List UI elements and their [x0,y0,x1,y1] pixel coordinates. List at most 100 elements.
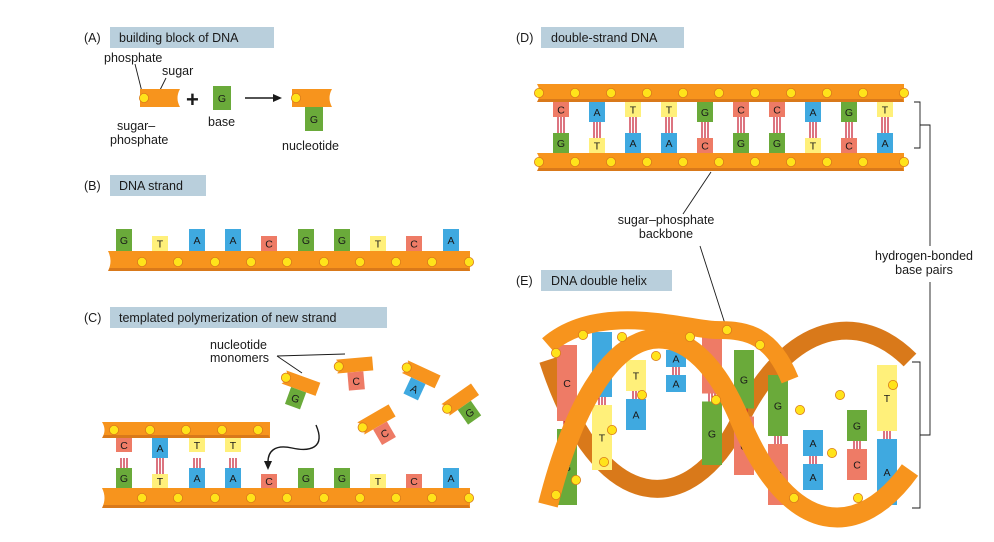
helix-base-bottom-3: A [666,375,686,392]
helix-phosphate-13 [853,492,864,503]
strand-b-base-8: C [406,236,422,251]
d-hbond-2 [629,117,637,133]
helix-phosphate-6 [755,339,766,350]
hbond-label-2: base pairs [895,263,953,277]
strand-b-backbone-phosphate-2 [209,256,220,267]
helix-phosphate-15 [789,492,800,503]
c-new-backbone-phosphate-1 [144,424,155,435]
helix-base-top-2: T [626,360,646,391]
d-top-base-3: T [661,102,677,117]
strand-b-base-6: G [334,229,350,251]
c-template-base-1-box [152,474,168,488]
helix-base-bottom-2-box [626,399,646,430]
c-template-backbone-phosphate-1 [172,492,183,503]
panel-c-title: templated polymerization of new strand [119,311,337,325]
strand-b-backbone-phosphate-5 [318,256,329,267]
c-template-base-9: A [443,468,459,488]
d-top-base-8-letter: G [845,107,853,119]
d-bottom-base-7-box [805,138,821,153]
c-template-backbone-phosphate-8 [426,492,437,503]
d-bottom-base-1: T [589,138,605,153]
panel-a-header: (A) building block of DNA [84,27,274,48]
monomer-c-2-phosphate [357,422,368,433]
monomer-a-base: A [403,377,426,401]
strand-b-base-2: A [189,229,205,251]
monomer-c-1-phosphate [333,361,344,372]
panel-d-letter: (D) [516,31,533,45]
d-hbond-3 [665,117,673,133]
helix-phosphate-17 [888,379,899,390]
nucleotide-base-letter: G [310,114,318,126]
strand-b-backbone-phosphate-3 [245,256,256,267]
d-bottom-base-3: A [661,133,677,153]
strand-b-base-0-letter: G [120,235,128,247]
c-template-base-0: G [116,468,132,488]
backbone-label-1: sugar–phosphate [618,213,715,227]
strand-b-base-4-box [261,236,277,251]
d-top-backbone-phosphate-0 [534,88,545,99]
strand-b-base-0-box [116,229,132,251]
d-hbond-6 [773,117,781,133]
d-top-base-4-letter: G [701,107,709,119]
monomer-g-sugar [281,370,321,396]
strand-b-base-7-box [370,236,386,251]
panel-e-header: (E) DNA double helix [516,270,672,291]
sugar-phosphate-label-1: sugar– [117,119,155,133]
d-top-base-6-box [769,102,785,117]
d-top-base-2-box [625,102,641,117]
d-bottom-base-4-letter: C [701,141,709,153]
monomer-a-base-box [403,377,426,401]
monomer-g: G [280,370,321,410]
c-new-base-3-box [225,438,241,452]
base-label: base [208,115,235,129]
nucleotide-unit: G [290,89,332,131]
strand-b-base-5-box [298,229,314,251]
strand-b-base-6-box [334,229,350,251]
sugar-phosphate-notch [177,89,180,107]
d-bottom-base-4: C [697,138,713,153]
d-bottom-base-5-box [733,133,749,153]
d-hbond-1 [593,122,601,138]
strand-b-base-9-box [443,229,459,251]
d-top-base-0-box [553,102,569,117]
strand-b-backbone-phosphate-1 [172,256,183,267]
helix-base-top-5-letter: G [740,374,748,386]
plus-sign: + [186,87,199,112]
nucleotide-label: nucleotide [282,139,339,153]
d-bottom-base-9: A [877,133,893,153]
helix-base-top-5: G [734,350,754,409]
d-hbond-7 [809,122,817,138]
c-template-backbone-notch-left [102,488,105,508]
c-template-backbone-phosphate-0 [136,492,147,503]
helix-base-top-8-letter: G [853,421,861,433]
helix-phosphate-2 [617,331,628,342]
helix-base-top-6-box [768,375,788,436]
d-bottom-backbone-phosphate-7 [786,156,797,167]
d-top-backbone-phosphate-9 [858,88,869,99]
d-bottom-base-7: T [805,138,821,153]
d-top-base-9-letter: T [882,105,889,117]
panel-de-labels: sugar–phosphate backbone hydrogen-bonded… [618,101,973,509]
helix-hbond-9 [883,431,891,439]
strand-b-base-6-letter: G [338,235,346,247]
helix-base-bottom-1-box [592,405,612,470]
d-top-backbone-phosphate-2 [606,88,617,99]
d-bottom-base-3-box [661,133,677,153]
helix-base-top-6-letter: G [774,401,782,413]
strand-b-backbone-phosphate-6 [354,256,365,267]
d-bottom-base-5-letter: G [737,138,745,150]
d-top-base-5: C [733,102,749,117]
d-bottom-base-4-box [697,138,713,153]
helix-base-top-5-box [734,350,754,409]
incorporation-arrow-head [264,461,272,470]
strand-b-base-3-letter: A [229,235,236,247]
monomer-c-1-base-box [347,371,365,391]
panel-c-title-bg [110,307,387,328]
helix-base-bottom-4-letter: G [708,428,716,440]
d-bottom-base-8-letter: C [845,141,853,153]
helix-base-top-2-box [626,360,646,391]
d-hbond-8 [845,122,853,138]
strand-b-base-1-letter: T [157,239,164,251]
d-bottom-base-5: G [733,133,749,153]
